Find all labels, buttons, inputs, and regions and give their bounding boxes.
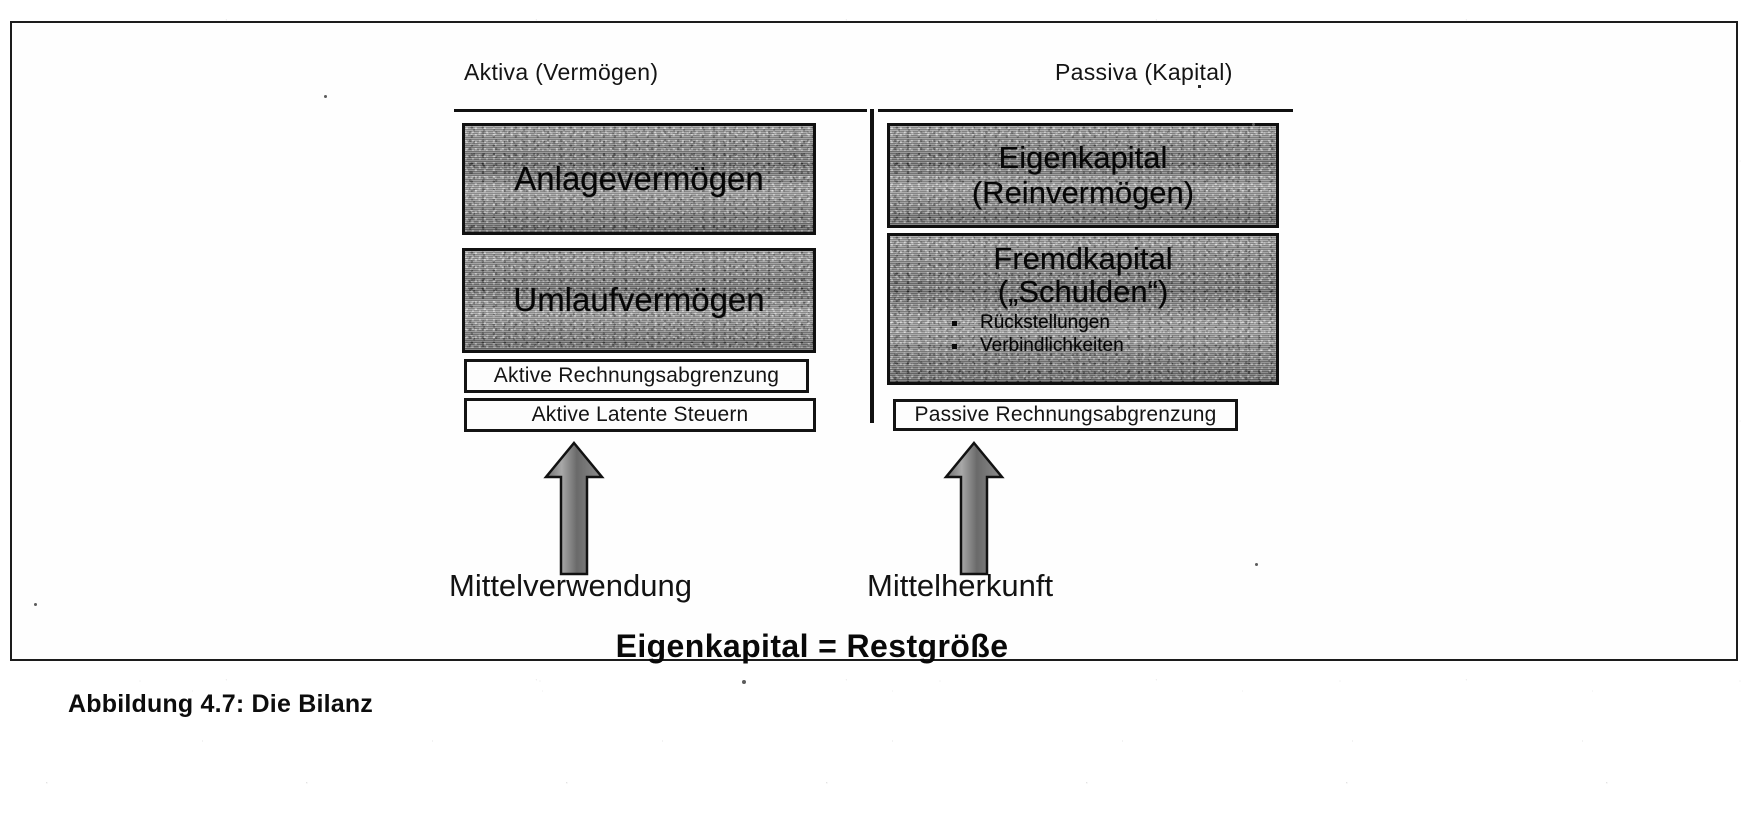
box-passive-rechnungsabgrenzung-label: Passive Rechnungsabgrenzung (914, 403, 1217, 426)
fremdkapital-item-list: Rückstellungen Verbindlichkeiten (944, 311, 1124, 357)
scan-artifact-dot (1198, 85, 1201, 88)
box-fremdkapital-line2: („Schulden“) (997, 274, 1169, 310)
formula-row: Eigenkapital = Restgröße (12, 628, 1756, 665)
label-mittelverwendung: Mittelverwendung (449, 568, 692, 603)
label-mittelherkunft: Mittelherkunft (867, 568, 1054, 603)
box-umlaufvermoegen: Umlaufvermögen (462, 248, 816, 353)
box-eigenkapital: Eigenkapital (Reinvermögen) (887, 123, 1279, 228)
box-anlagevermoegen-label: Anlagevermögen (514, 159, 764, 197)
scan-speck (324, 95, 327, 98)
column-header-aktiva: Aktiva (Vermögen) (464, 59, 659, 85)
scan-speck (34, 603, 37, 606)
figure-frame: Aktiva (Vermögen) Passiva (Kapital) Anla… (10, 21, 1738, 664)
scan-speck (742, 680, 746, 684)
figure-caption: Abbildung 4.7: Die Bilanz (68, 690, 374, 718)
balance-sheet-divider (870, 109, 874, 423)
scan-speck (1252, 123, 1255, 126)
up-arrow-icon-mittelherkunft (943, 441, 1005, 576)
box-eigenkapital-line2: (Reinvermögen) (971, 174, 1195, 210)
box-fremdkapital-line1: Fremdkapital (993, 241, 1173, 276)
header-rule-left (454, 109, 867, 112)
formula-text: Eigenkapital = Restgröße (615, 628, 1009, 664)
box-aktive-rechnungsabgrenzung: Aktive Rechnungsabgrenzung (464, 359, 809, 393)
list-item: Rückstellungen (944, 311, 1124, 334)
up-arrow-icon-mittelverwendung (543, 441, 605, 576)
box-aktive-rechnungsabgrenzung-label: Aktive Rechnungsabgrenzung (493, 364, 780, 387)
box-umlaufvermoegen-label: Umlaufvermögen (513, 281, 765, 319)
header-rule-right (878, 109, 1293, 112)
list-item: Verbindlichkeiten (944, 334, 1124, 357)
scan-speck (1255, 563, 1258, 566)
box-passive-rechnungsabgrenzung: Passive Rechnungsabgrenzung (893, 399, 1238, 431)
box-aktive-latente-steuern: Aktive Latente Steuern (464, 398, 816, 432)
box-eigenkapital-label: Eigenkapital (Reinvermögen) (971, 139, 1195, 210)
box-anlagevermoegen: Anlagevermögen (462, 123, 816, 235)
box-aktive-latente-steuern-label: Aktive Latente Steuern (531, 403, 749, 426)
box-eigenkapital-line1: Eigenkapital (998, 139, 1168, 175)
column-header-passiva: Passiva (Kapital) (1055, 59, 1233, 85)
box-fremdkapital: Fremdkapital („Schulden“) Rückstellungen… (887, 233, 1279, 385)
box-fremdkapital-title: Fremdkapital („Schulden“) (890, 242, 1276, 309)
